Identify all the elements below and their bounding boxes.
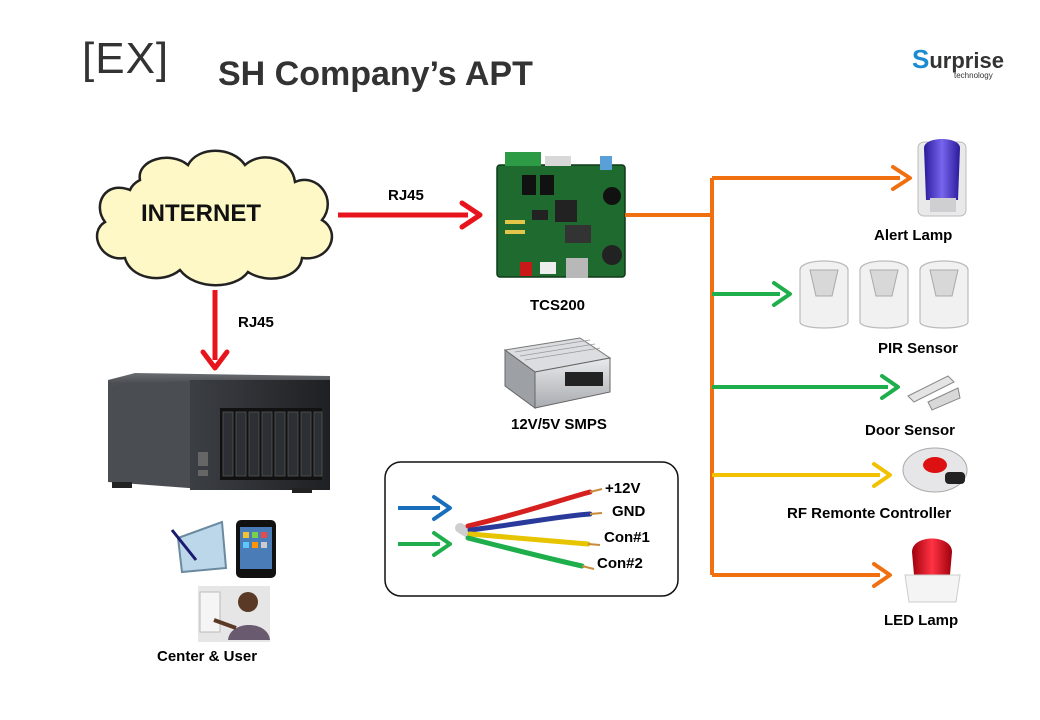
link-pir-sensor (712, 281, 792, 307)
smps-label: 12V/5V SMPS (511, 416, 607, 433)
internet-label: INTERNET (141, 200, 261, 227)
wiring-green-arrow (398, 531, 452, 557)
wire-gnd-label: GND (612, 503, 646, 520)
pir-sensor-label: PIR Sensor (878, 340, 959, 357)
smps-power-image (503, 337, 612, 409)
alert-lamp-label: Alert Lamp (874, 227, 953, 244)
alert-lamp-image (917, 139, 967, 217)
link-led-lamp (712, 562, 892, 588)
user-photo-image (198, 586, 270, 642)
tcs200-label: TCS200 (530, 297, 586, 314)
door-sensor-image (907, 375, 961, 411)
pir-sensor-image (799, 260, 969, 329)
rj45-label-right: RJ45 (388, 187, 424, 204)
wire-con2-label: Con#2 (597, 555, 643, 572)
center-user-label: Center & User (157, 648, 258, 665)
rj45-label-down: RJ45 (238, 314, 274, 331)
surprise-logo: Surprise technology (912, 44, 1004, 80)
rj45-link-server (200, 290, 230, 371)
led-lamp-image (904, 538, 961, 603)
wire-12v-label: +12V (605, 480, 641, 497)
rf-remote-label: RF Remonte Controller (787, 505, 952, 522)
example-tag: [EX] (82, 34, 170, 83)
wire-con1-label: Con#1 (604, 529, 650, 546)
door-sensor-label: Door Sensor (865, 422, 956, 439)
controller-output-bus (625, 178, 714, 575)
tablet-image (170, 520, 228, 574)
led-lamp-label: LED Lamp (884, 612, 959, 629)
internet-cloud (95, 149, 334, 287)
tcs200-board-image (496, 152, 626, 278)
wiring-blue-arrow (398, 495, 452, 521)
rf-remote-image (902, 447, 968, 493)
link-rf-remote (712, 462, 892, 488)
link-alert-lamp (712, 165, 912, 191)
logo-initial: S (912, 44, 930, 74)
wiring-legend-box (384, 461, 679, 597)
rj45-link-controller (338, 200, 483, 230)
link-door-sensor (712, 374, 900, 400)
smartphone-image (236, 520, 276, 578)
page-title: SH Company’s APT (218, 55, 533, 93)
logo-subtext: technology (954, 71, 993, 80)
logo-text: urprise (929, 48, 1004, 73)
cable-bundle-image (455, 488, 603, 570)
server-image (108, 373, 330, 493)
